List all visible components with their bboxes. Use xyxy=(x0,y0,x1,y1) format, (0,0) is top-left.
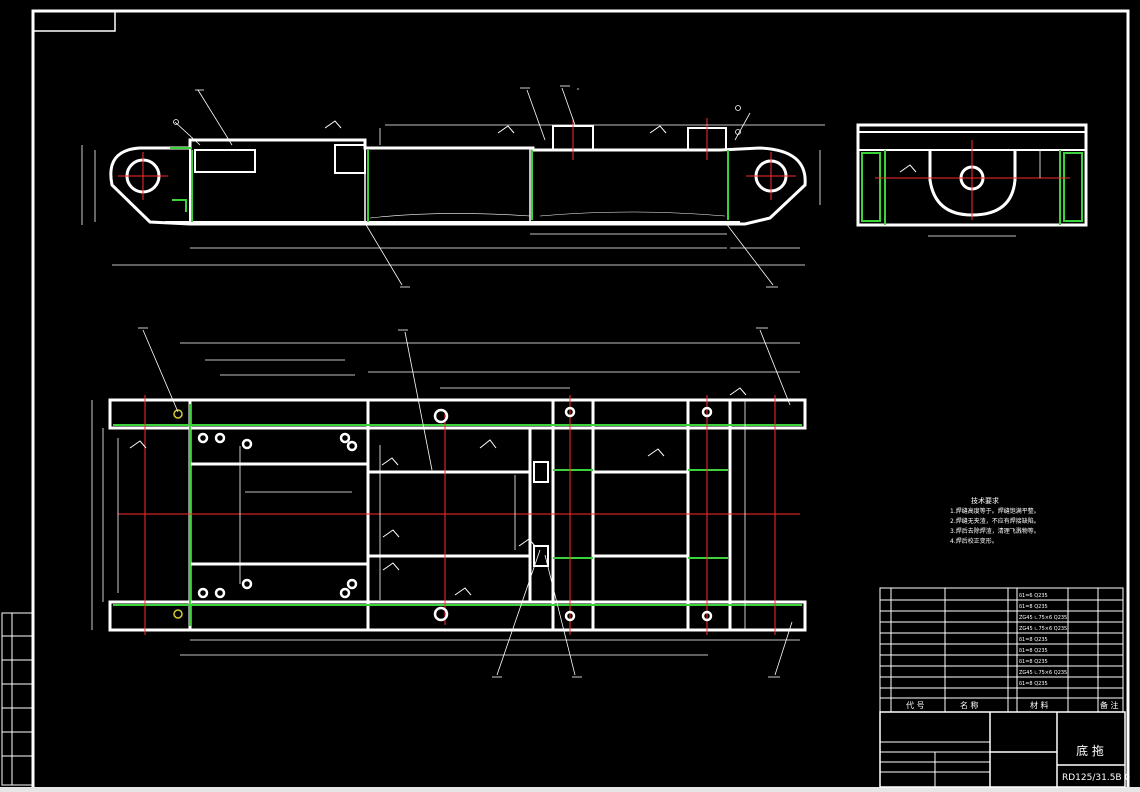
front-view-dimensions xyxy=(81,87,825,286)
bom-row-material: δ1=8 Q235 xyxy=(1019,648,1048,654)
side-view-green xyxy=(861,150,1083,225)
front-view-green-lines xyxy=(170,147,729,222)
front-view-hatch xyxy=(369,211,726,219)
tech-req-line-3: 3.焊后去除焊渣，清理飞溅物等。 xyxy=(950,527,1040,535)
bom-row-material: δ1=8 Q235 xyxy=(1019,659,1048,665)
bom-row-material: δ1=6 Q235 xyxy=(1019,593,1048,599)
corner-label-box xyxy=(33,11,116,32)
bom-header-name: 名 称 xyxy=(960,700,979,710)
bom-material-column: δ1=6 Q235 δ1=8 Q235 ZG45 ∟75×6 Q235 ZG45… xyxy=(1019,593,1067,687)
plan-view-bolt-holes xyxy=(197,406,713,622)
plan-view-yellow-marks xyxy=(173,409,183,619)
plan-view-centerlines xyxy=(118,395,800,635)
bom-header-material: 材 料 xyxy=(1030,700,1049,710)
left-margin-table xyxy=(1,612,33,786)
bom-header: 代 号 名 称 材 料 备 注 xyxy=(906,700,1119,710)
tech-req-line-2: 2.焊缝无夹渣，不应有焊接缺陷。 xyxy=(950,517,1040,525)
side-view-centerlines xyxy=(875,140,1070,220)
front-view-leader-flags xyxy=(173,85,778,288)
side-view-dimensions xyxy=(928,150,1041,237)
bom-row-material: δ1=8 Q235 xyxy=(1019,681,1048,687)
bom-row-material: δ1=8 Q235 xyxy=(1019,637,1048,643)
technical-requirements: 技术要求 1.焊缝高度等于。焊缝饱满平整。 2.焊缝无夹渣，不应有焊接缺陷。 3… xyxy=(950,496,1040,545)
title-block xyxy=(879,711,1126,788)
bom-row-material: δ1=8 Q235 xyxy=(1019,604,1048,610)
bom-header-remark: 备 注 xyxy=(1100,700,1119,710)
drawing-name: 底 拖 xyxy=(1076,743,1104,758)
plan-view-dimensions xyxy=(91,88,800,676)
plan-view-leader-flags xyxy=(138,327,780,678)
bom-row-material: ZG45 ∟75×6 Q235 xyxy=(1019,626,1067,632)
tech-req-line-4: 4.焊后校正变形。 xyxy=(950,537,998,545)
tech-req-title: 技术要求 xyxy=(971,496,999,505)
plan-view-weld-symbols xyxy=(129,120,917,596)
drawing-number: RD125/31.5B 0 xyxy=(1062,773,1130,783)
bom-row-material: ZG45 ∟75×6 Q235 xyxy=(1019,670,1067,676)
bom-header-code: 代 号 xyxy=(906,700,925,710)
bom-row-material: ZG45 ∟75×6 Q235 xyxy=(1019,615,1067,621)
plan-view-green xyxy=(113,404,802,626)
tech-req-line-1: 1.焊缝高度等于。焊缝饱满平整。 xyxy=(950,507,1040,515)
bottom-scrollbar[interactable] xyxy=(0,787,1140,792)
